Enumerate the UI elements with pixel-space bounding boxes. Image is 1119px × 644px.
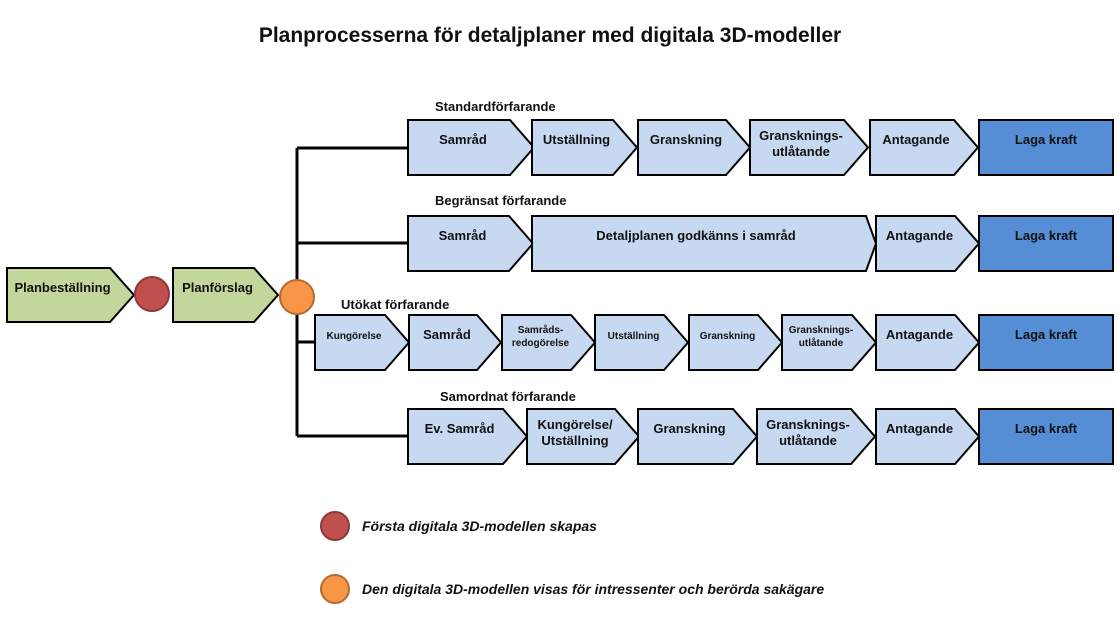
step-utokat-forfarande-samrads-redogorelse-label: Samråds-redogörelse [512, 324, 570, 349]
step-samordnat-forfarande-ev-samrad-shape [407, 408, 529, 465]
step-samordnat-forfarande-gransknings-utlatande-shape [756, 408, 877, 465]
red-dot-icon [320, 511, 350, 541]
step-standardforfarande-granskning: Granskning [637, 119, 752, 176]
legend-text-model-shown: Den digitala 3D-modellen visas för intre… [362, 581, 825, 597]
node-planforslag-label: Planförslag [182, 280, 253, 295]
step-samordnat-forfarande-laga-kraft: Laga kraft [978, 408, 1114, 465]
step-utokat-forfarande-granskning-label: Granskning [700, 331, 756, 342]
step-samordnat-forfarande-gransknings-utlatande: Gransknings-utlåtande [756, 408, 877, 465]
step-samordnat-forfarande-kungorelse-utstallning-label: Kungörelse/Utställning [537, 417, 613, 448]
step-utokat-forfarande-laga-kraft-shape [978, 314, 1114, 371]
node-planforslag-shape [172, 267, 280, 323]
legend-text-first-model: Första digitala 3D-modellen skapas [362, 518, 597, 534]
step-utokat-forfarande-utstallning-shape [594, 314, 690, 371]
step-utokat-forfarande-laga-kraft-label: Laga kraft [1015, 327, 1078, 342]
step-utokat-forfarande-utstallning-label: Utställning [608, 331, 660, 342]
step-begransat-forfarande-detaljplanen-godkanns-i-samrad: Detaljplanen godkänns i samråd [531, 215, 878, 272]
step-standardforfarande-laga-kraft-label: Laga kraft [1015, 132, 1078, 147]
step-standardforfarande-antagande-shape [869, 119, 980, 176]
step-utokat-forfarande-utstallning: Utställning [594, 314, 690, 371]
step-utokat-forfarande-gransknings-utlatande-label: Gransknings-utlåtande [789, 325, 853, 349]
step-utokat-forfarande-antagande-shape [875, 314, 981, 371]
node-planbestallning: Planbeställning [6, 267, 136, 323]
step-begransat-forfarande-samrad-label: Samråd [439, 228, 487, 243]
step-standardforfarande-samrad-shape [407, 119, 536, 176]
step-standardforfarande-samrad-label: Samråd [439, 132, 487, 147]
step-begransat-forfarande-antagande-shape [875, 215, 981, 272]
step-utokat-forfarande-granskning: Granskning [688, 314, 784, 371]
step-utokat-forfarande-kungorelse-shape [314, 314, 411, 371]
step-standardforfarande-antagande: Antagande [869, 119, 980, 176]
step-begransat-forfarande-detaljplanen-godkanns-i-samrad-label: Detaljplanen godkänns i samråd [596, 228, 795, 243]
step-standardforfarande-gransknings-utlatande-label: Gransknings-utlåtande [759, 128, 843, 159]
step-samordnat-forfarande-antagande: Antagande [875, 408, 981, 465]
step-utokat-forfarande-samrads-redogorelse: Samråds-redogörelse [501, 314, 597, 371]
step-samordnat-forfarande-laga-kraft-label: Laga kraft [1015, 421, 1078, 436]
step-begransat-forfarande-antagande: Antagande [875, 215, 981, 272]
node-planbestallning-shape [6, 267, 136, 323]
step-samordnat-forfarande-granskning-shape [637, 408, 759, 465]
step-standardforfarande-samrad: Samråd [407, 119, 536, 176]
step-standardforfarande-gransknings-utlatande-shape [749, 119, 870, 176]
step-standardforfarande-laga-kraft-shape [978, 119, 1114, 176]
step-begransat-forfarande-antagande-label: Antagande [886, 228, 953, 243]
track-label-utokat-forfarande: Utökat förfarande [341, 297, 449, 312]
step-utokat-forfarande-kungorelse: Kungörelse [314, 314, 411, 371]
step-utokat-forfarande-samrads-redogorelse-shape [501, 314, 597, 371]
step-utokat-forfarande-antagande: Antagande [875, 314, 981, 371]
step-utokat-forfarande-samrad-label: Samråd [423, 327, 471, 342]
step-utokat-forfarande-gransknings-utlatande: Gransknings-utlåtande [781, 314, 878, 371]
step-utokat-forfarande-gransknings-utlatande-shape [781, 314, 878, 371]
step-standardforfarande-utstallning: Utställning [531, 119, 639, 176]
step-begransat-forfarande-samrad-shape [407, 215, 535, 272]
legend-item-first-model: Första digitala 3D-modellen skapas [320, 511, 597, 541]
step-samordnat-forfarande-ev-samrad-label: Ev. Samråd [425, 421, 495, 436]
diagram-title: Planprocesserna för detaljplaner med dig… [258, 24, 842, 47]
step-begransat-forfarande-laga-kraft-label: Laga kraft [1015, 228, 1078, 243]
step-standardforfarande-utstallning-label: Utställning [543, 132, 610, 147]
step-samordnat-forfarande-kungorelse-utstallning: Kungörelse/Utställning [526, 408, 641, 465]
step-utokat-forfarande-kungorelse-label: Kungörelse [326, 331, 381, 342]
step-standardforfarande-granskning-shape [637, 119, 752, 176]
orange-dot-icon [320, 574, 350, 604]
step-samordnat-forfarande-granskning: Granskning [637, 408, 759, 465]
step-begransat-forfarande-laga-kraft: Laga kraft [978, 215, 1114, 272]
step-samordnat-forfarande-granskning-label: Granskning [653, 421, 725, 436]
track-label-samordnat-forfarande: Samordnat förfarande [440, 389, 576, 404]
step-begransat-forfarande-samrad: Samråd [407, 215, 535, 272]
node-planforslag: Planförslag [172, 267, 280, 323]
step-samordnat-forfarande-kungorelse-utstallning-shape [526, 408, 641, 465]
legend-item-model-shown: Den digitala 3D-modellen visas för intre… [320, 574, 824, 604]
step-begransat-forfarande-laga-kraft-shape [978, 215, 1114, 272]
node-planbestallning-label: Planbeställning [14, 280, 110, 295]
step-standardforfarande-laga-kraft: Laga kraft [978, 119, 1114, 176]
step-standardforfarande-antagande-label: Antagande [882, 132, 949, 147]
step-samordnat-forfarande-laga-kraft-shape [978, 408, 1114, 465]
step-utokat-forfarande-samrad-shape [408, 314, 503, 371]
step-samordnat-forfarande-gransknings-utlatande-label: Gransknings-utlåtande [766, 417, 850, 448]
step-standardforfarande-gransknings-utlatande: Gransknings-utlåtande [749, 119, 870, 176]
step-utokat-forfarande-samrad: Samråd [408, 314, 503, 371]
step-samordnat-forfarande-ev-samrad: Ev. Samråd [407, 408, 529, 465]
step-utokat-forfarande-granskning-shape [688, 314, 784, 371]
step-utokat-forfarande-antagande-label: Antagande [886, 327, 953, 342]
red-dot-icon [134, 276, 170, 312]
step-utokat-forfarande-laga-kraft: Laga kraft [978, 314, 1114, 371]
step-samordnat-forfarande-antagande-shape [875, 408, 981, 465]
step-standardforfarande-granskning-label: Granskning [650, 132, 722, 147]
step-standardforfarande-utstallning-shape [531, 119, 639, 176]
step-samordnat-forfarande-antagande-label: Antagande [886, 421, 953, 436]
step-begransat-forfarande-detaljplanen-godkanns-i-samrad-shape [531, 215, 878, 272]
track-label-standardforfarande: Standardförfarande [435, 99, 556, 114]
track-label-begransat-forfarande: Begränsat förfarande [435, 193, 566, 208]
orange-dot-icon [279, 279, 315, 315]
